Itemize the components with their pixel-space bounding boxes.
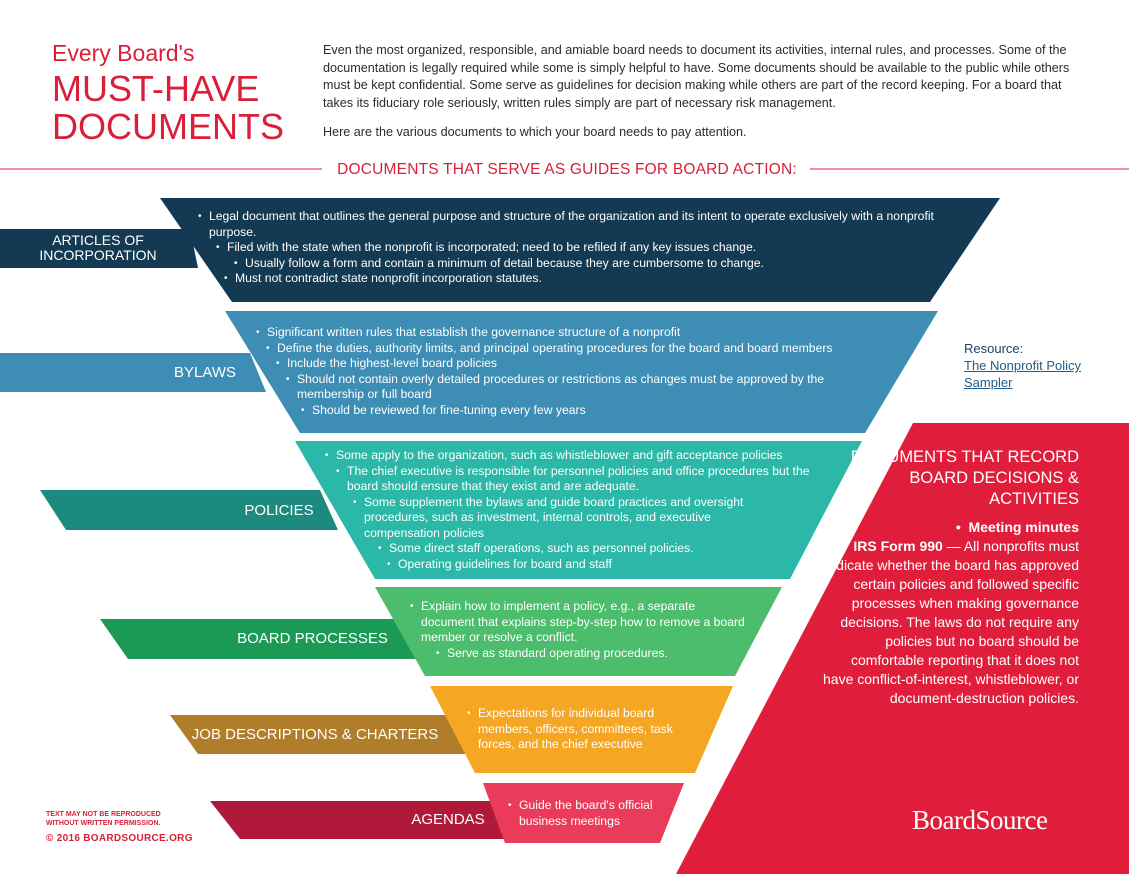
tab-agendas [210,801,510,839]
bullet-item: Must not contradict state nonprofit inco… [224,271,835,287]
record-item-990-text: — All nonprofits must indicate whether t… [823,538,1079,706]
title-line-1: MUST-HAVE [52,68,260,109]
label-bylaws: BYLAWS [174,364,236,381]
record-item-minutes-text: Meeting minutes [968,519,1079,535]
bullet-item: Define the duties, authority limits, and… [266,341,877,357]
bullet-item: Explain how to implement a policy, e.g.,… [410,599,746,646]
label-job-descriptions: JOB DESCRIPTIONS & CHARTERS [191,726,439,743]
guides-heading: DOCUMENTS THAT SERVE AS GUIDES FOR BOARD… [337,161,797,178]
intro-text: Even the most organized, responsible, an… [323,42,1083,154]
bullet-item: Should not contain overly detailed proce… [286,372,857,403]
record-item-990: • IRS Form 990 — All nonprofits must ind… [823,538,1079,706]
bullets-agendas: Guide the board's official business meet… [508,798,669,829]
bullet-item: Usually follow a form and contain a mini… [234,256,845,272]
copyright: © 2016 BOARDSOURCE.ORG [46,833,193,844]
title-small: Every Board's [52,40,195,66]
bullets-policies: Some apply to the organization, such as … [325,448,856,572]
label-articles: ARTICLES OF INCORPORATION [39,232,157,263]
record-panel-title: DOCUMENTS THAT RECORD BOARD DECISIONS & … [850,448,1079,508]
bullet-item: Significant written rules that establish… [256,325,867,341]
bullet-item: Filed with the state when the nonprofit … [216,240,827,256]
reproduction-warning: TEXT MAY NOT BE REPRODUCED WITHOUT WRITT… [46,811,161,827]
bullet-item: Some apply to the organization, such as … [325,448,856,464]
bullet-item: Some supplement the bylaws and guide boa… [353,495,784,542]
bullet-item: Expectations for individual board member… [467,706,700,753]
record-panel-body: • Meeting minutes • IRS Form 990 — All n… [820,518,1079,708]
bullet-item: The chief executive is responsible for p… [336,464,842,495]
resource-label: Resource: [964,341,1024,356]
record-item-990-lead: IRS Form 990 [853,538,943,554]
label-board-processes: BOARD PROCESSES [237,630,388,647]
bullet-item: Guide the board's official business meet… [508,798,669,829]
bullets-processes: Explain how to implement a policy, e.g.,… [410,599,746,661]
title-line-2: DOCUMENTS [52,106,284,147]
bullets-jobs: Expectations for individual board member… [467,706,700,753]
tab-articles [0,229,198,268]
bullet-item: Some direct staff operations, such as pe… [378,541,809,557]
bullet-item: Operating guidelines for board and staff [387,557,798,573]
tab-jobs [170,715,466,754]
bullet-item: Should be reviewed for fine-tuning every… [301,403,792,419]
tab-bylaws [0,353,266,392]
intro-paragraph-2: Here are the various documents to which … [323,125,747,139]
label-policies: POLICIES [244,502,314,519]
tab-policies [40,490,338,530]
label-agendas: AGENDAS [411,811,485,828]
boardsource-logo: BoardSource [912,805,1048,835]
resource-link[interactable]: The Nonprofit Policy Sampler [964,358,1082,390]
intro-paragraph-1: Even the most organized, responsible, an… [323,43,1070,110]
bullet-item: Legal document that outlines the general… [198,209,961,240]
record-item-minutes: • Meeting minutes [955,519,1079,535]
record-panel-bg [676,423,1129,874]
bullets-articles: Legal document that outlines the general… [198,209,961,287]
resource-box: Resource: The Nonprofit Policy Sampler [964,340,1099,391]
tab-processes [100,619,416,659]
bullets-bylaws: Significant written rules that establish… [256,325,877,418]
page-title: MUST-HAVE DOCUMENTS [52,70,312,146]
bullet-item: Include the highest-level board policies [276,356,807,372]
bullet-item: Serve as standard operating procedures. [436,646,737,662]
